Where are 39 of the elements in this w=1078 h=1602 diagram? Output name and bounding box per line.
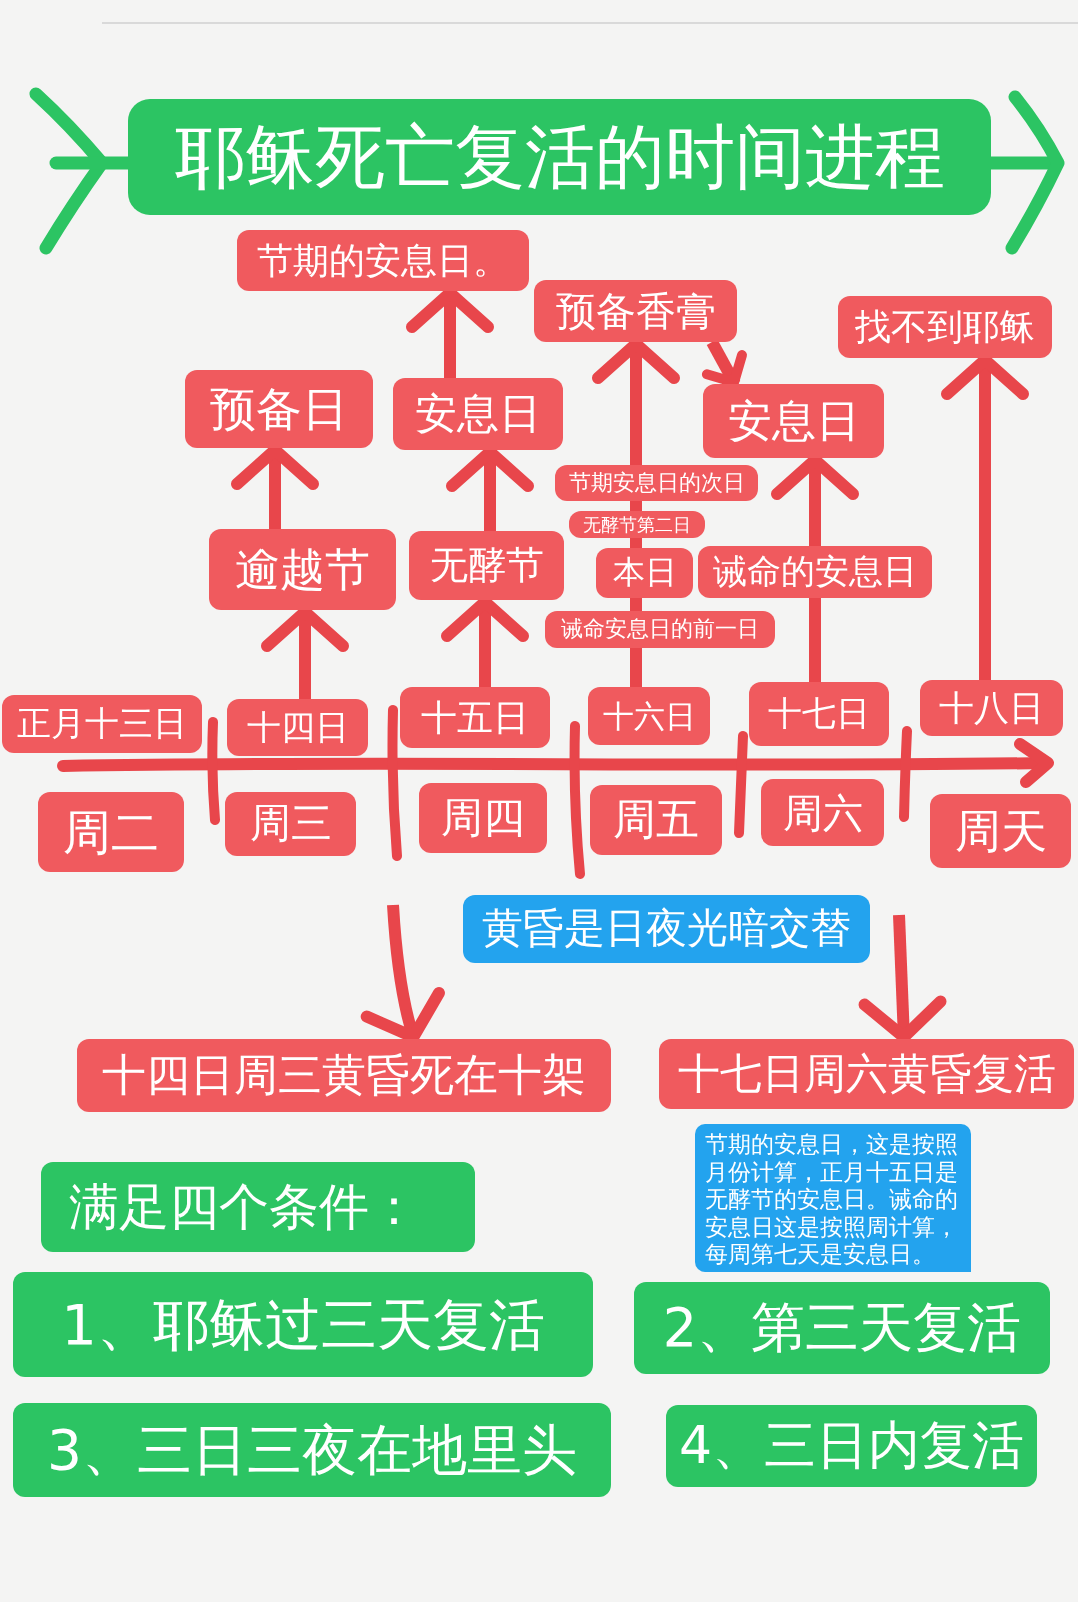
event-box: 找不到耶稣: [838, 296, 1052, 358]
event-box: 预备日: [185, 370, 373, 448]
event-box: 预备香膏: [534, 280, 737, 342]
event-box: 节期的安息日。: [237, 230, 529, 291]
connector-line: [630, 598, 642, 611]
event-box: 无酵节: [409, 531, 564, 600]
note-bubble: 节期的安息日，这是按照月份计算，正月十五日是无酵节的安息日。诫命的安息日这是按照周计算，每周第七天是安息日。: [695, 1124, 971, 1272]
event-box: 逾越节: [209, 529, 396, 610]
condition-box: 4、三日内复活: [666, 1405, 1037, 1487]
condition-box: 1、耶稣过三天复活: [13, 1272, 593, 1377]
connector-line: [809, 598, 821, 682]
date-box: 正月十三日: [2, 695, 202, 753]
date-box: 十七日: [749, 682, 889, 746]
condition-box: 2、第三天复活: [634, 1282, 1050, 1374]
connector-line: [630, 501, 642, 511]
date-box: 十四日: [227, 699, 368, 756]
heading-box: 满足四个条件：: [41, 1162, 475, 1252]
date-box: 十六日: [588, 687, 710, 745]
annotation-tag: 诫命安息日的前一日: [545, 611, 775, 648]
weekday-box: 周四: [419, 783, 547, 853]
event-box: 安息日: [703, 384, 884, 458]
condition-box: 3、三日三夜在地里头: [13, 1403, 611, 1497]
weekday-box: 周五: [590, 785, 722, 855]
event-box: 本日: [596, 548, 693, 598]
note-box: 黄昏是日夜光暗交替: [463, 895, 870, 963]
connector-line: [630, 648, 642, 687]
event-box: 安息日: [393, 378, 563, 450]
date-box: 十五日: [400, 687, 550, 748]
weekday-box: 周二: [38, 792, 184, 872]
title-banner: 耶稣死亡复活的时间进程: [128, 99, 991, 215]
annotation-tag: 节期安息日的次日: [555, 465, 758, 501]
event-box: 十四日周三黄昏死在十架: [77, 1039, 611, 1112]
event-box: 诫命的安息日: [698, 546, 932, 598]
weekday-box: 周天: [930, 794, 1071, 868]
date-box: 十八日: [920, 680, 1063, 736]
event-box: 十七日周六黄昏复活: [659, 1039, 1074, 1109]
weekday-box: 周三: [225, 792, 356, 856]
weekday-box: 周六: [761, 779, 884, 846]
annotation-tag: 无酵节第二日: [569, 511, 705, 538]
